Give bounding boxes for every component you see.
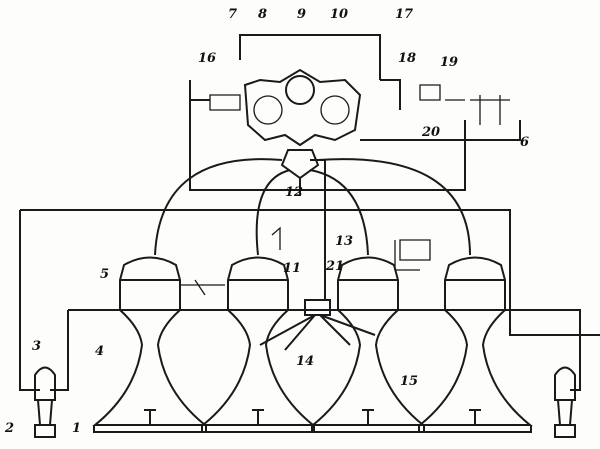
thrust-chamber-3 (310, 256, 426, 433)
label-18: 18 (398, 51, 416, 66)
label-7: 7 (228, 7, 237, 22)
label-16: 16 (198, 51, 216, 66)
callout-labels: 1 2 3 4 5 6 7 8 9 10 11 12 13 14 15 16 1… (4, 7, 529, 436)
piping-frame (19, 34, 600, 391)
label-15: 15 (400, 374, 418, 389)
thrust-chamber-1 (92, 256, 208, 433)
label-8: 8 (258, 7, 267, 22)
label-10: 10 (330, 7, 348, 22)
label-5: 5 (100, 267, 109, 282)
thrust-chamber-2 (200, 256, 316, 433)
label-13: 13 (335, 234, 353, 249)
thrust-chambers (92, 256, 533, 433)
side-accumulators (34, 366, 576, 438)
label-9: 9 (297, 7, 306, 22)
turbopump-unit (243, 68, 362, 300)
label-1: 1 (72, 421, 81, 436)
label-2: 2 (4, 421, 14, 436)
manifold (180, 279, 376, 351)
label-19: 19 (440, 55, 458, 70)
label-6: 6 (520, 135, 529, 150)
thrust-chamber-4 (417, 256, 533, 433)
label-11: 11 (283, 261, 301, 276)
label-12: 12 (285, 185, 303, 200)
label-17: 17 (395, 7, 413, 22)
label-3: 3 (32, 339, 41, 354)
label-4: 4 (95, 344, 104, 359)
label-21: 21 (325, 259, 344, 274)
label-14: 14 (296, 354, 314, 369)
label-20: 20 (421, 125, 440, 140)
feed-lines (154, 158, 471, 256)
